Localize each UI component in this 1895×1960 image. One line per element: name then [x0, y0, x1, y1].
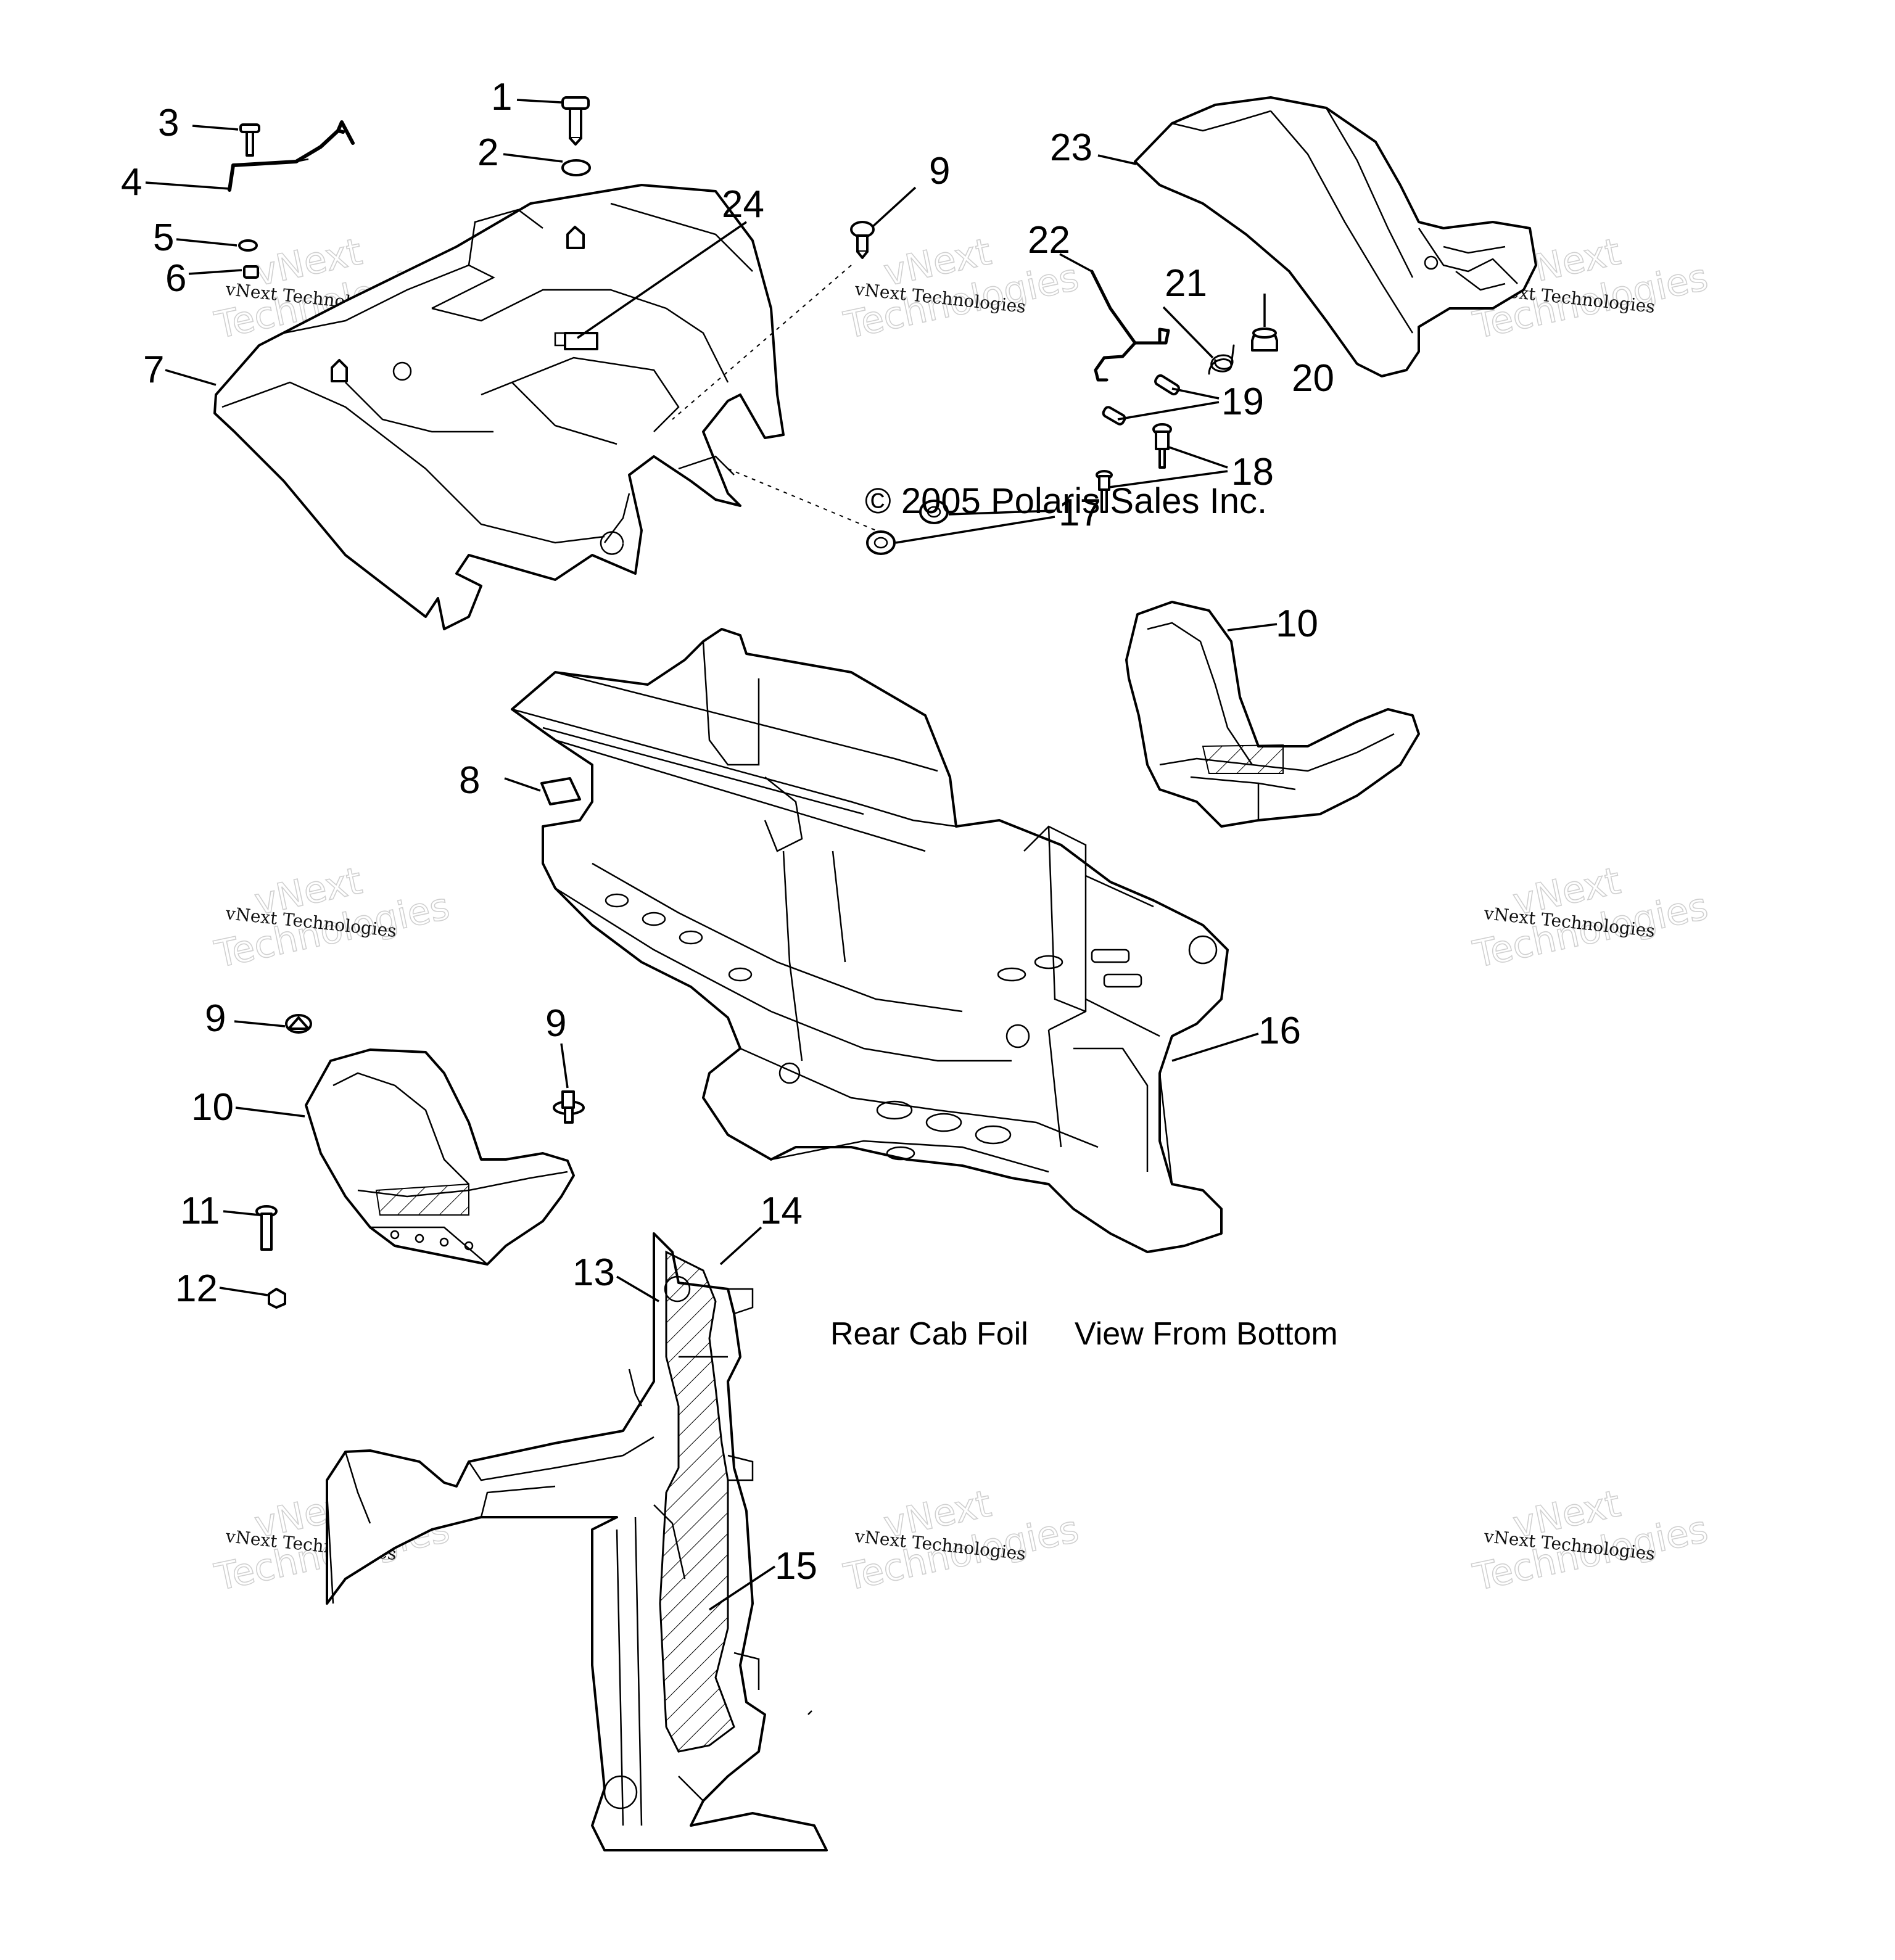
- copyright-text: © 2005 Polaris Sales Inc.: [865, 481, 1267, 521]
- grommet-part-20: [1251, 327, 1278, 352]
- callout-11: 11: [180, 1190, 220, 1232]
- callout-14: 14: [760, 1190, 803, 1232]
- callout-17: 17: [1059, 492, 1101, 534]
- spring-part-21: [1208, 344, 1235, 375]
- callout-9-left: 9: [205, 997, 226, 1040]
- callout-12: 12: [175, 1267, 218, 1310]
- footwell-left-part-10: [305, 1048, 575, 1266]
- callout-1: 1: [491, 76, 512, 118]
- callout-16: 16: [1258, 1010, 1301, 1052]
- alignment-line: [727, 468, 877, 531]
- callout-8: 8: [459, 759, 480, 802]
- decal-part-8: [540, 777, 581, 805]
- push-rivet-part-9-mid: [553, 1090, 585, 1124]
- callout-23: 23: [1050, 126, 1092, 169]
- callout-10-left: 10: [191, 1086, 234, 1129]
- callout-21: 21: [1165, 262, 1207, 305]
- bolt-part-11: [255, 1205, 278, 1251]
- rear-cab-part-7: [213, 184, 785, 630]
- callout-9-top: 9: [929, 150, 950, 192]
- callout-19: 19: [1221, 381, 1264, 423]
- washer-part-2: [561, 159, 591, 176]
- pins-part-19: [1102, 374, 1180, 426]
- leader-lines: [145, 99, 1278, 1611]
- footwell-right-part-10: [1125, 601, 1420, 828]
- callout-22: 22: [1028, 219, 1070, 261]
- callout-24: 24: [722, 183, 764, 226]
- rear-cab-foil-view: [326, 1232, 828, 1851]
- nut-part-12: [268, 1288, 286, 1309]
- callout-13: 13: [572, 1251, 615, 1294]
- latch-part-22: [1090, 270, 1170, 382]
- frame-holes: [605, 893, 1142, 1161]
- decal-part-24: [564, 332, 598, 350]
- callout-20: 20: [1292, 357, 1334, 400]
- rod-part-4: [228, 120, 355, 192]
- callout-10-right: 10: [1276, 603, 1318, 645]
- caption-view-from-bottom: View From Bottom: [1075, 1316, 1338, 1352]
- washer-part-5: [238, 239, 258, 252]
- callout-2: 2: [477, 131, 498, 174]
- caption-rear-cab-foil: Rear Cab Foil: [830, 1316, 1028, 1352]
- bolt-part-1: [561, 96, 590, 146]
- callout-4: 4: [121, 161, 142, 204]
- grommets-part-17: [866, 500, 949, 555]
- push-rivet-part-9-top: [850, 221, 875, 259]
- callout-15: 15: [775, 1545, 817, 1587]
- frame-part-16: [511, 628, 1229, 1253]
- callout-18: 18: [1231, 451, 1274, 493]
- callout-6: 6: [165, 257, 186, 300]
- callout-9-mid: 9: [545, 1002, 566, 1045]
- screw-part-3: [239, 123, 260, 157]
- callout-7: 7: [143, 348, 164, 391]
- callout-3: 3: [158, 102, 179, 144]
- callout-labels: 1 2 3 4 5 6 7 8 9 9 9 10 10 11 12 13 14 …: [121, 76, 1334, 1587]
- push-rivet-part-9-left: [285, 1014, 312, 1034]
- callout-5: 5: [153, 216, 174, 259]
- seat-part-23: [1134, 96, 1537, 377]
- nut-part-6: [243, 265, 259, 279]
- pins-part-18: [1096, 423, 1172, 513]
